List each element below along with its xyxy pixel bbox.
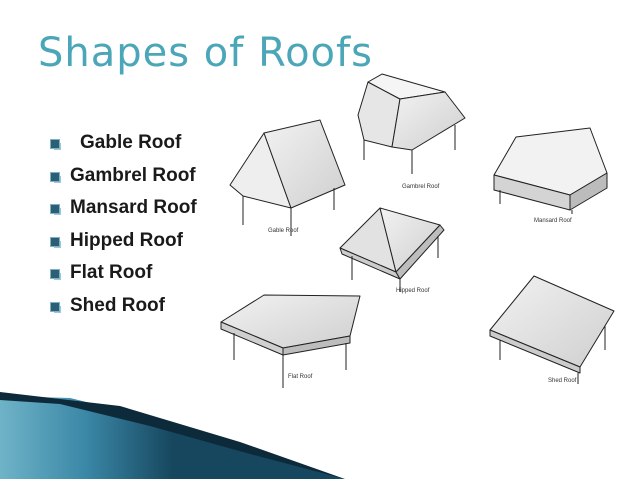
- shed-roof-drawing: Shed Roof: [489, 275, 615, 384]
- list-item: Gable Roof: [46, 132, 197, 165]
- list-item: Hipped Roof: [46, 230, 197, 263]
- hipped-roof-caption: Hipped Roof: [396, 288, 430, 294]
- flat-roof-caption: Flat Roof: [288, 374, 313, 380]
- bullet-square-icon: [50, 139, 61, 150]
- bullet-square-icon: [50, 236, 61, 248]
- gambrel-roof-drawing: Gambrel Roof: [357, 73, 466, 190]
- list-item: Mansard Roof: [46, 197, 197, 230]
- shed-roof-caption: Shed Roof: [548, 378, 577, 384]
- gambrel-roof-caption: Gambrel Roof: [402, 184, 440, 190]
- mansard-roof-caption: Mansard Roof: [534, 218, 572, 224]
- bullet-square-icon: [50, 301, 61, 313]
- list-item: Flat Roof: [46, 262, 197, 295]
- decorative-bottom-band: [0, 392, 345, 479]
- hipped-roof-drawing: Hipped Roof: [339, 207, 445, 294]
- slide-title: Shapes of Roofs: [38, 30, 373, 76]
- flat-roof-drawing: Flat Roof: [220, 294, 361, 388]
- mansard-roof-drawing: Mansard Roof: [493, 127, 608, 224]
- bullet-square-icon: [50, 204, 61, 216]
- list-item: Shed Roof: [46, 295, 197, 328]
- gable-roof-drawing: Gable Roof: [229, 119, 346, 236]
- list-item: Gambrel Roof: [46, 165, 197, 198]
- bullet-square-icon: [50, 171, 61, 183]
- roof-type-list: Gable Roof Gambrel Roof Mansard Roof Hip…: [46, 132, 197, 328]
- bullet-square-icon: [50, 269, 61, 281]
- gable-roof-caption: Gable Roof: [268, 228, 299, 234]
